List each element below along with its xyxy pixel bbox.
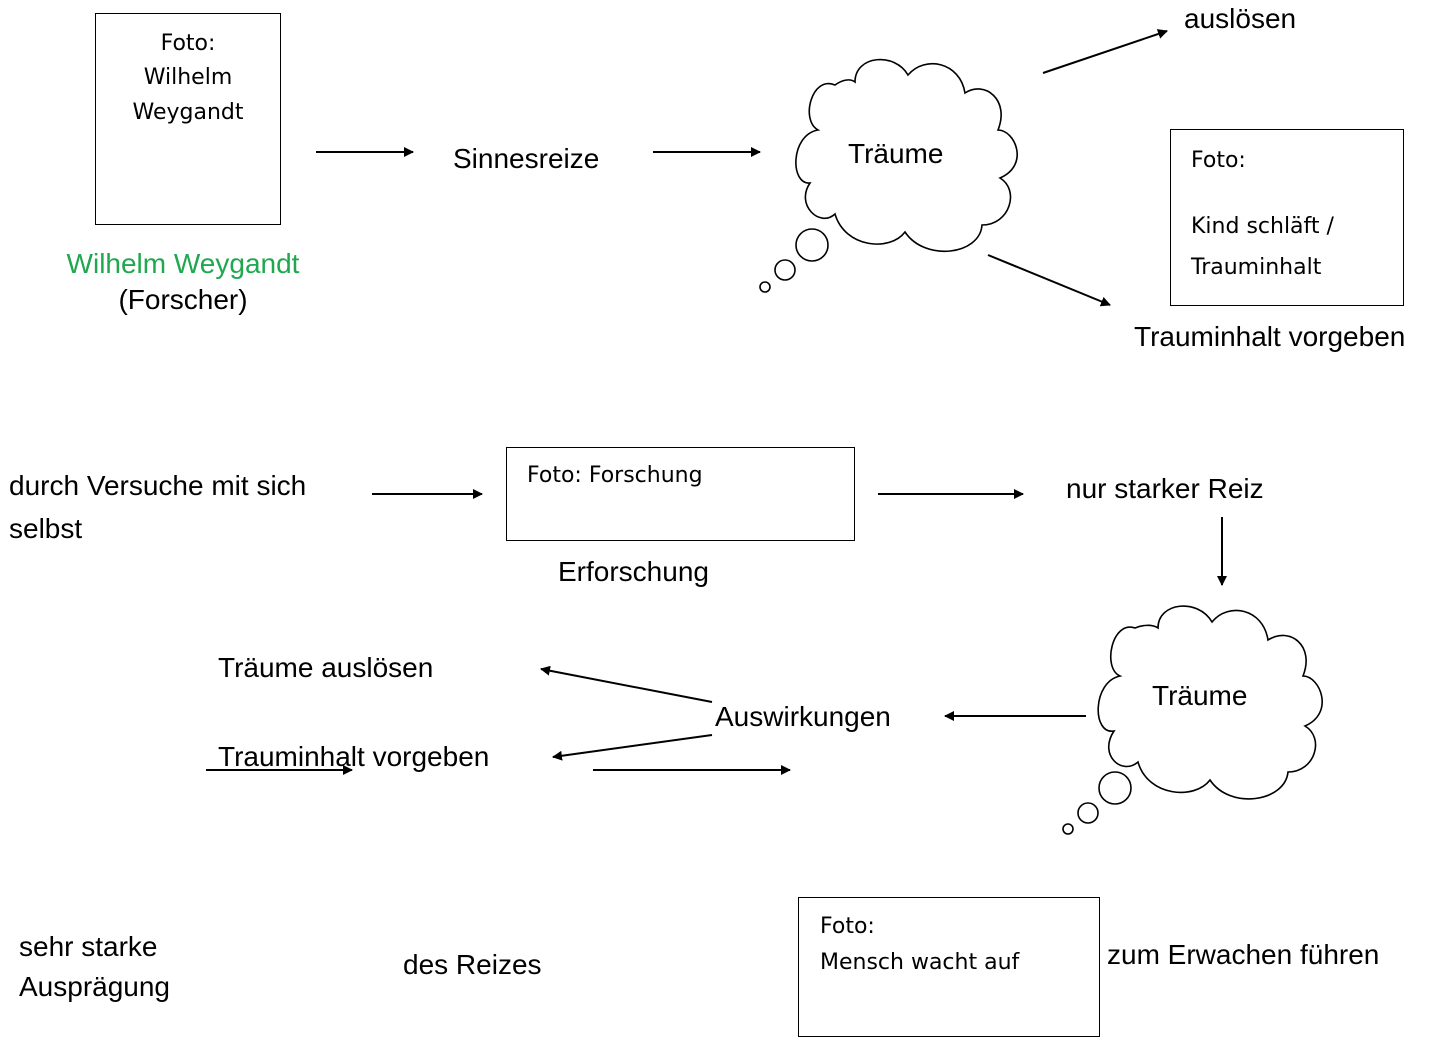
nur-starker-reiz-label: nur starker Reiz <box>1066 473 1264 504</box>
auspraegung-line2: Ausprägung <box>19 971 171 1002</box>
photo-placeholder-wacht-auf <box>798 897 1100 1037</box>
researcher-name: Wilhelm Weygandt <box>66 248 300 279</box>
erwachen-label: zum Erwachen führen <box>1107 939 1380 970</box>
arrow-cloud-to-ausloesen <box>1042 29 1168 74</box>
researcher-role: (Forscher) <box>118 284 248 315</box>
photo-placeholder-forschung <box>506 447 855 541</box>
photo-wacht-auf-line1: Foto: <box>820 914 875 939</box>
cloud1-label: Träume <box>848 138 944 169</box>
versuche-line2: selbst <box>9 513 83 540</box>
photo-weygandt-line2: Wilhelm <box>143 65 233 90</box>
thought-cloud-2 <box>1062 605 1323 835</box>
photo-weygandt-line1: Foto: <box>160 31 216 56</box>
arrow-cloud-to-trauminhalt <box>987 254 1111 307</box>
sinnesreize-label: Sinnesreize <box>453 143 600 174</box>
traeume-ausloesen-label: Träume auslösen <box>218 652 434 683</box>
trauminhalt-vorgeben-mid: Trauminhalt vorgeben <box>218 741 490 772</box>
trauminhalt-vorgeben-top: Trauminhalt vorgeben <box>1134 321 1406 352</box>
photo-weygandt-line3: Weygandt <box>132 100 244 125</box>
photo-placeholder-weygandt <box>95 13 281 225</box>
cloud2-label: Träume <box>1152 680 1248 711</box>
arrow-auswirkungen-to-trauminhalt-vorgeben <box>552 734 713 761</box>
des-reizes-label: des Reizes <box>403 949 542 980</box>
arrow-auswirkungen-to-traeume-ausloesen <box>540 665 713 703</box>
photo-kind-line2: Kind schläft / <box>1191 214 1334 239</box>
auspraegung-line1: sehr starke <box>19 931 158 962</box>
photo-placeholder-kind <box>1170 129 1404 306</box>
photo-kind-line3: Trauminhalt <box>1191 255 1322 280</box>
photo-forschung-line1: Foto: Forschung <box>527 463 703 488</box>
versuche-line1: durch Versuche mit sich <box>9 470 307 501</box>
erforschung-label: Erforschung <box>558 556 709 587</box>
ausloesen-label: auslösen <box>1184 3 1297 34</box>
photo-wacht-auf-line2: Mensch wacht auf <box>820 950 1020 975</box>
photo-kind-line1: Foto: <box>1191 148 1246 173</box>
auswirkungen-label: Auswirkungen <box>715 701 891 732</box>
thought-cloud-1 <box>759 58 1018 293</box>
